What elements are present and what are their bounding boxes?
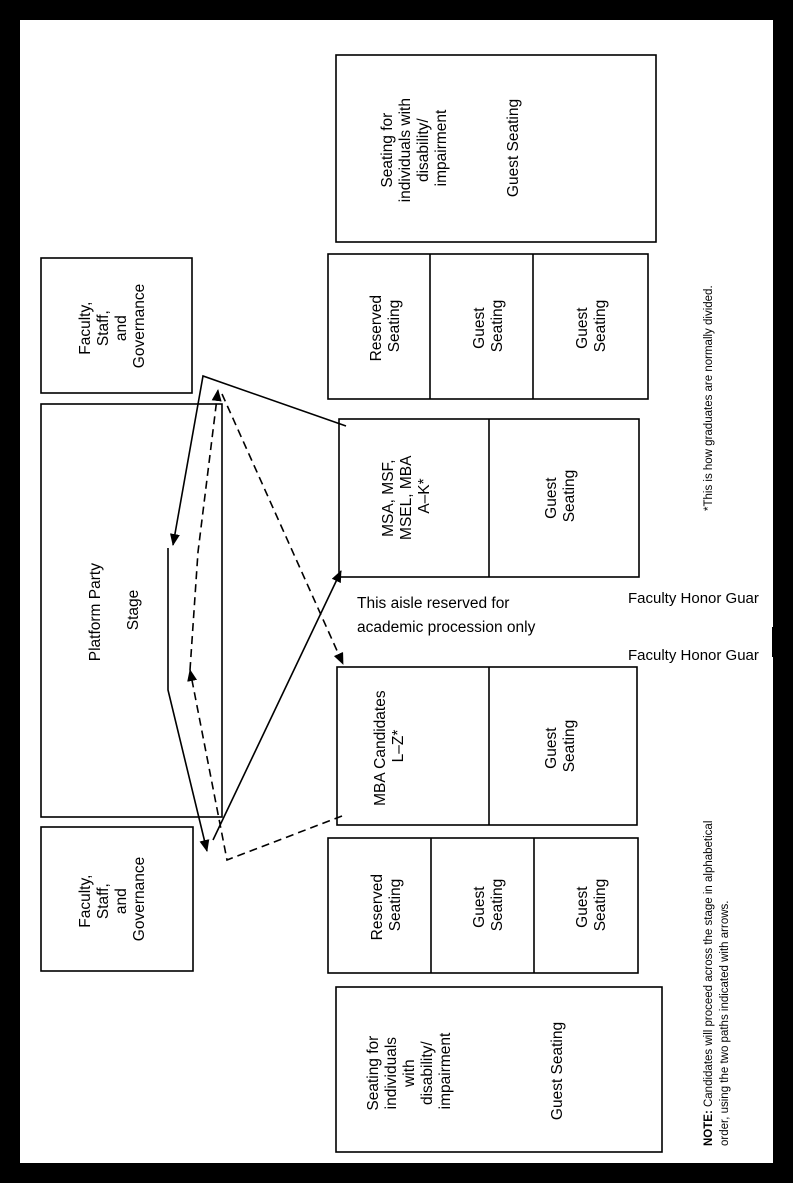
faculty-right-label: Faculty, Staff, and Governance [77,284,148,368]
right-block: Seating for individuals with disability/… [327,54,657,578]
faculty-box-right [40,257,193,394]
left-mba-guest-label: Guest Seating [543,720,578,773]
right-guest-seating-label-1: Guest Seating [471,300,506,353]
left-mba-group-box [336,666,638,826]
note-line-2: order, using the two paths indicated wit… [719,901,731,1146]
left-guest-seating-label-2: Guest Seating [574,879,609,932]
right-disability-seating-label: Seating for individuals with disability/… [379,94,450,203]
asterisk-note: *This is how graduates are normally divi… [703,285,715,511]
honor-guard-top-marker [773,582,793,632]
honor-guard-gap-bar [772,627,776,657]
honor-guard-top-label: Faculty Honor Guar [628,590,759,607]
procession-note: NOTE: Candidates will proceed across the… [703,817,731,1146]
note-label: NOTE: [703,1110,715,1146]
left-disability-seating-box [335,986,663,1153]
left-reserved-seating-label: Reserved Seating [369,870,404,941]
dashed-path-cross-segment [221,393,344,665]
left-disability-guest-label: Guest Seating [549,1022,566,1120]
right-reserved-seating-label: Reserved Seating [368,291,403,362]
right-reserved-row-box [327,253,649,400]
honor-guard-bottom-label: Faculty Honor Guar [628,647,759,664]
faculty-left-label: Faculty, Staff, and Governance [77,857,148,941]
faculty-box-left [40,826,194,972]
right-msa-group-label: MSA, MSF, MSEL, MBA A–K* [380,452,433,540]
dashed-arrow-path [187,389,344,862]
platform-stage [40,403,223,818]
left-disability-seating-label: Seating for individuals with disability/… [365,1031,454,1110]
left-reserved-row-box [327,837,639,974]
aisle: This aisle reserved for academic process… [357,595,536,636]
right-guest-seating-label-2: Guest Seating [574,300,609,353]
left-block: MBA Candidates L–Z* Guest Seating Reserv… [327,666,663,1153]
note-line-1: Candidates will proceed across the stage… [703,821,715,1111]
solid-path-lower-segment [167,548,210,852]
stage-label: Platform Party Stage [87,559,142,662]
honor-guard: Faculty Honor Guar Faculty Honor Guar [628,582,793,697]
dashed-path-upper-segment [189,389,222,671]
aisle-label: This aisle reserved for academic process… [357,595,536,636]
honor-guard-bottom-marker [773,667,793,697]
left-mba-group-label: MBA Candidates L–Z* [372,686,407,806]
right-msa-guest-label: Guest Seating [543,470,578,523]
solid-path-return-segment [212,570,342,841]
solid-arrow-path [167,374,347,852]
right-disability-seating-box [335,54,657,243]
solid-path-upper-segment [169,374,347,546]
left-guest-seating-label-1: Guest Seating [471,879,506,932]
right-disability-guest-label: Guest Seating [505,99,522,197]
dashed-path-lower-segment [187,669,343,862]
